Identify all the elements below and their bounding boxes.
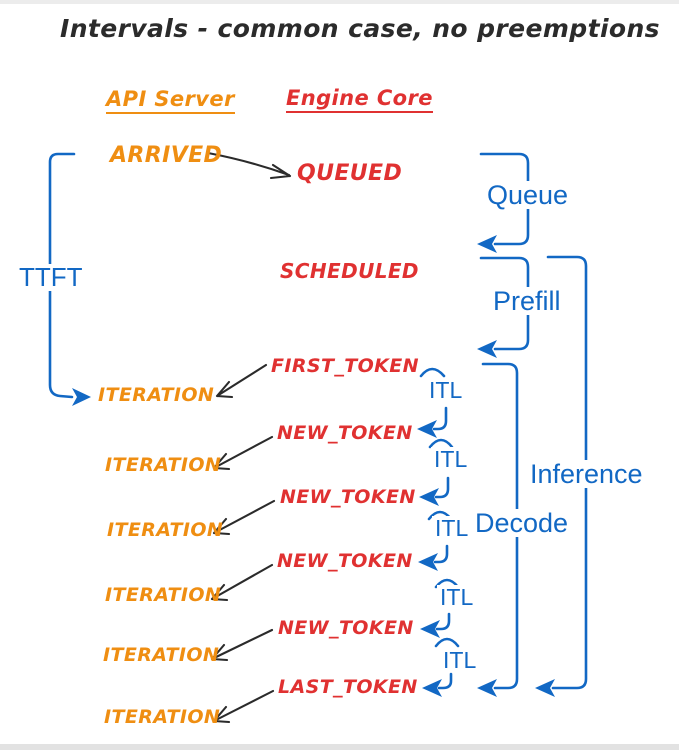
event-new-token: NEW_TOKEN bbox=[280, 486, 416, 508]
interval-itl-label: ITL bbox=[431, 447, 471, 471]
itl-marker bbox=[419, 438, 454, 506]
event-last-token: LAST_TOKEN bbox=[278, 676, 418, 698]
arrow-new-token-to-iteration bbox=[210, 563, 274, 602]
event-arrived: ARRIVED bbox=[110, 143, 223, 168]
arrow-first-token-to-iteration bbox=[215, 363, 268, 399]
event-iteration: ITERATION bbox=[105, 584, 222, 606]
column-header-api-server: API Server bbox=[106, 88, 235, 115]
column-header-engine-core: Engine Core bbox=[286, 87, 433, 114]
interval-itl-label: ITL bbox=[432, 516, 472, 540]
event-queued: QUEUED bbox=[297, 161, 403, 186]
interval-queue-label: Queue bbox=[484, 181, 572, 209]
event-new-token: NEW_TOKEN bbox=[277, 422, 413, 444]
interval-itl-label: ITL bbox=[437, 585, 477, 609]
interval-prefill-label: Prefill bbox=[490, 287, 564, 315]
diagram-title: Intervals - common case, no preemptions bbox=[60, 14, 660, 43]
interval-ttft-label: TTFT bbox=[16, 263, 86, 292]
itl-marker bbox=[422, 637, 460, 697]
event-new-token: NEW_TOKEN bbox=[277, 550, 413, 572]
event-iteration: ITERATION bbox=[105, 454, 222, 476]
interval-inference-label: Inference bbox=[527, 460, 646, 488]
event-first-token: FIRST_TOKEN bbox=[271, 355, 419, 377]
page-edge-top bbox=[0, 0, 679, 4]
event-iteration: ITERATION bbox=[98, 384, 215, 406]
itl-marker bbox=[417, 367, 448, 438]
event-iteration: ITERATION bbox=[107, 519, 224, 541]
arrow-new-token-to-iteration bbox=[212, 499, 276, 536]
arrow-new-token-to-iteration bbox=[212, 435, 274, 471]
arrow-last-token-to-iteration bbox=[212, 689, 275, 724]
interval-itl-label: ITL bbox=[426, 378, 466, 402]
interval-itl-label: ITL bbox=[440, 648, 480, 672]
event-iteration: ITERATION bbox=[104, 706, 221, 728]
event-iteration: ITERATION bbox=[103, 644, 220, 666]
arrow-new-token-to-iteration bbox=[210, 628, 274, 662]
interval-decode-label: Decode bbox=[472, 509, 572, 537]
event-scheduled: SCHEDULED bbox=[280, 259, 419, 283]
event-new-token: NEW_TOKEN bbox=[278, 617, 414, 639]
arrow-arrived-to-queued bbox=[206, 151, 292, 180]
itl-marker bbox=[420, 578, 460, 638]
page-edge-bottom bbox=[0, 744, 679, 750]
